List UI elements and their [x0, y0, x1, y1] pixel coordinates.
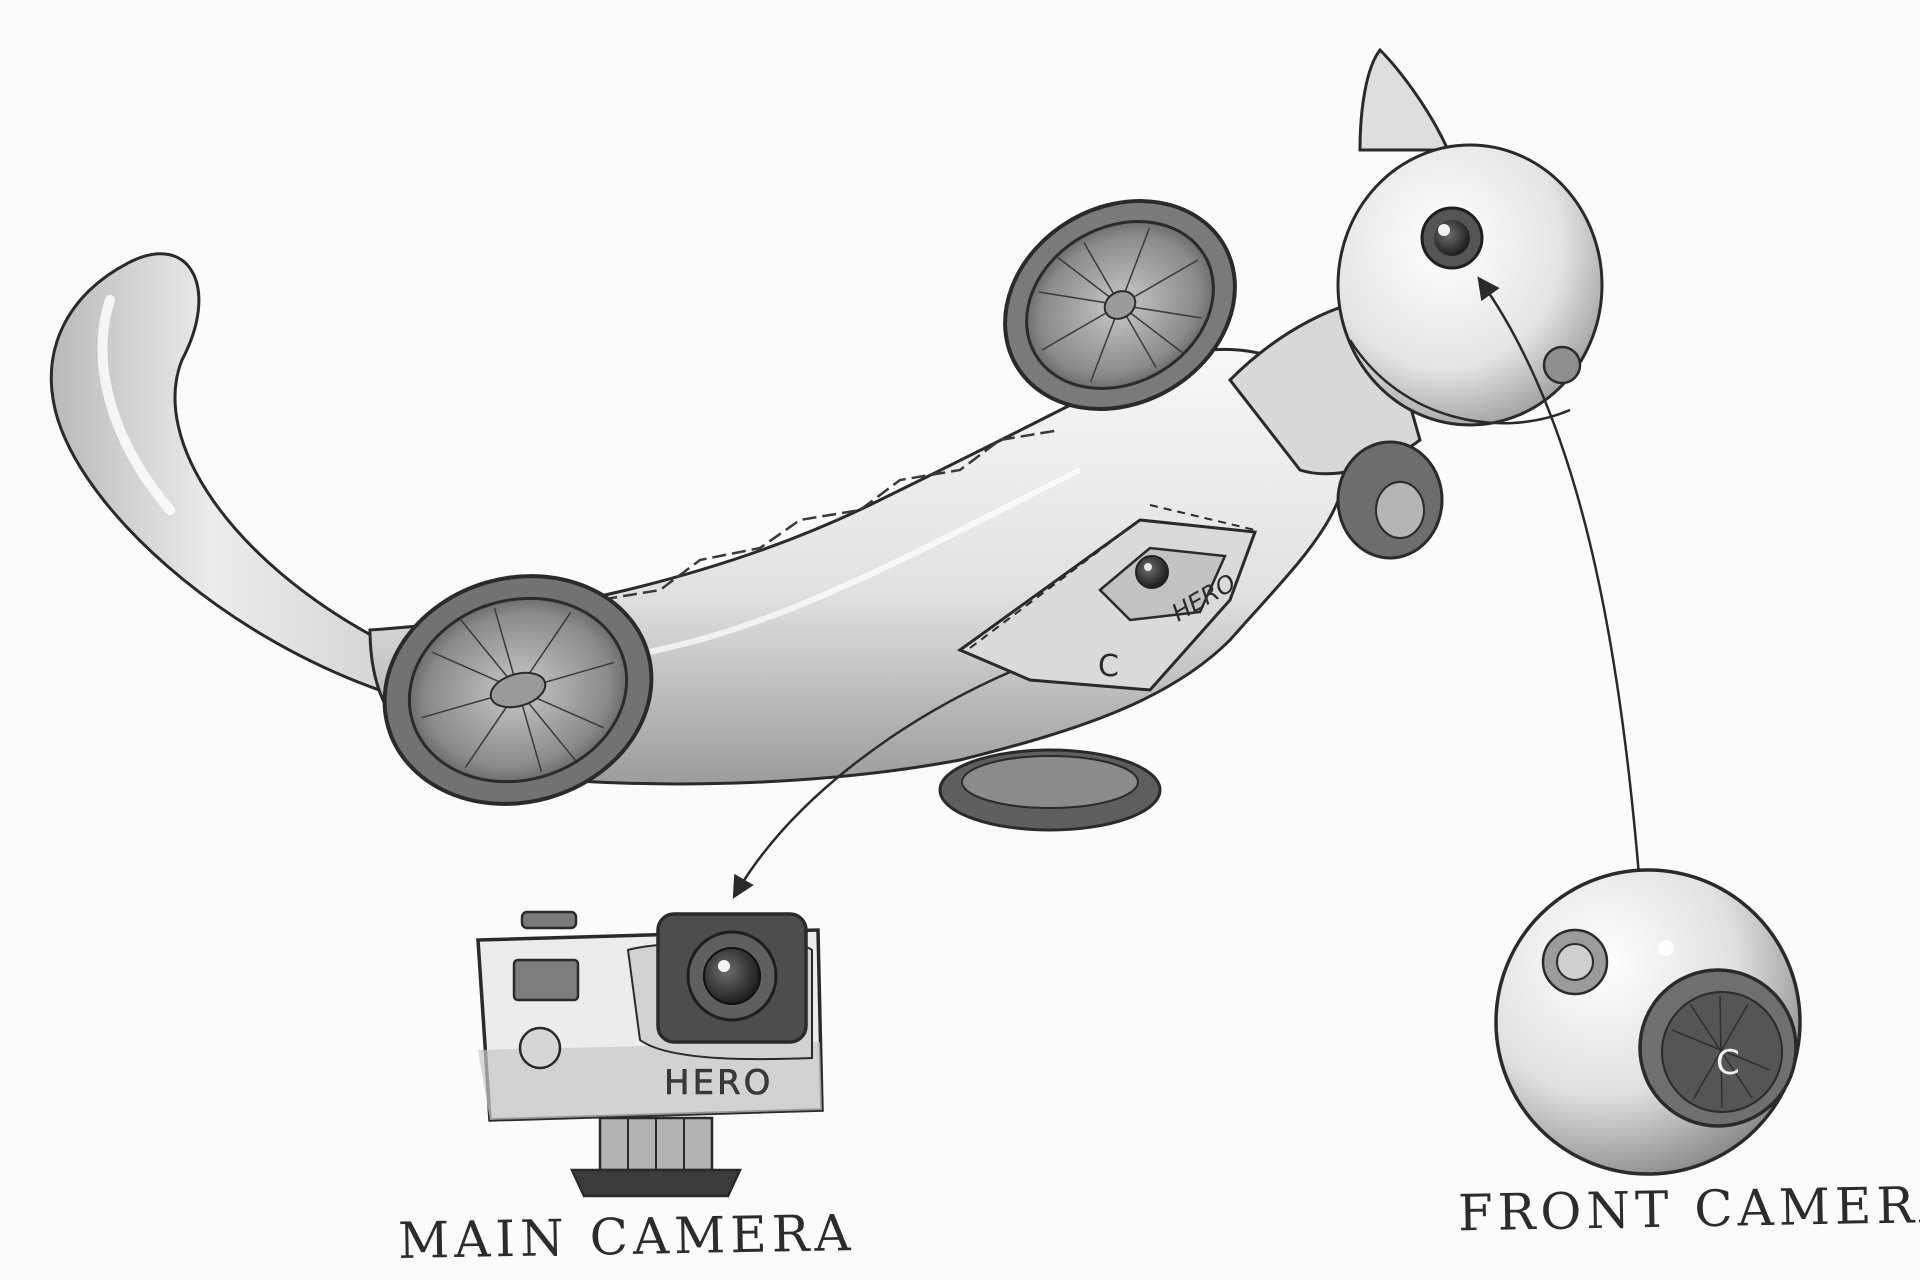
main-camera-illustration: HERO — [476, 910, 824, 1198]
camera-button — [518, 1026, 562, 1070]
main-camera-arrow — [732, 670, 1011, 899]
bottom-wheel — [938, 748, 1162, 832]
front-camera-illustration: C — [1494, 868, 1802, 1176]
front-camera-arrow — [1477, 276, 1642, 889]
camera-screen — [512, 958, 580, 1002]
panel-letter: C — [1098, 649, 1119, 684]
main-camera-label: MAIN CAMERA — [397, 1204, 856, 1270]
camera-lens-icon — [703, 947, 761, 1005]
camera-brand-text: HERO — [664, 1063, 773, 1103]
robot-head — [1336, 47, 1604, 560]
front-camera-label: FRONT CAMERA — [1457, 1175, 1920, 1243]
spine-ridge — [559, 428, 1061, 641]
upper-wheel — [1003, 199, 1237, 411]
side-camera-panel: HERO C — [956, 504, 1258, 692]
head-nub — [1542, 345, 1582, 385]
panel-lens-icon — [1135, 555, 1169, 589]
head-ear — [1358, 47, 1451, 152]
robot-body: HERO C — [49, 47, 1604, 786]
pod-letter: C — [1716, 1043, 1740, 1083]
rear-wheel — [382, 574, 654, 806]
